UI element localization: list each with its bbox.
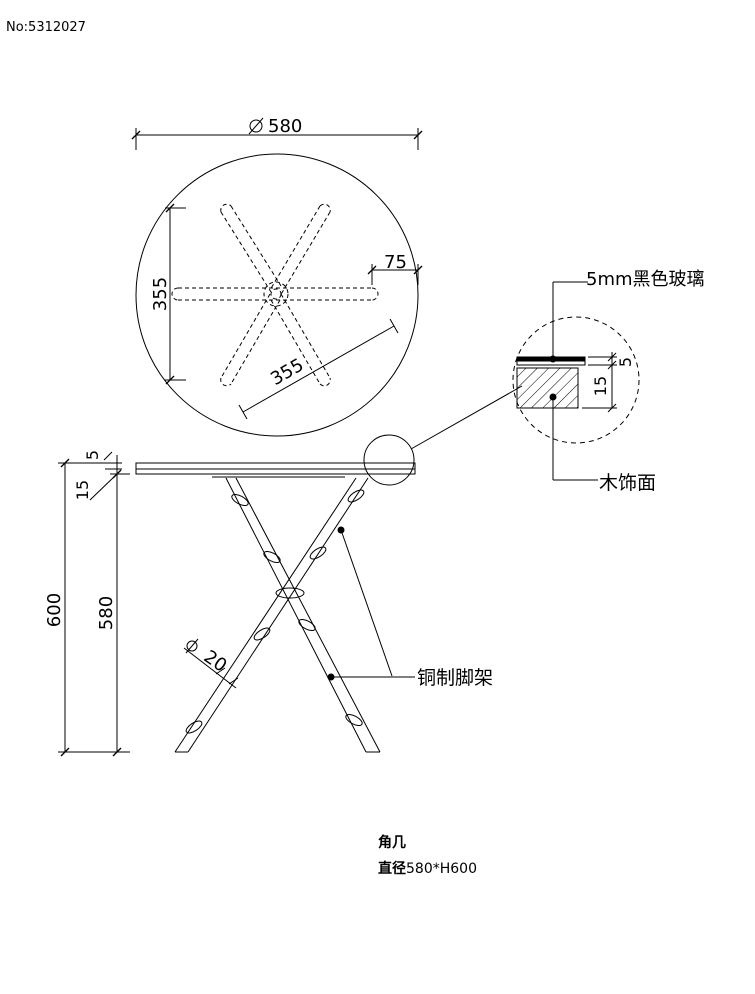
leg-right-to-left xyxy=(174,477,369,753)
detail-callout xyxy=(363,281,640,486)
dim-offset: 75 xyxy=(384,252,407,273)
dim-leg-vertical: 355 xyxy=(150,277,171,311)
caption-spec-prefix: 直径 xyxy=(378,861,406,877)
legs-hidden xyxy=(171,203,379,387)
tube-dimension xyxy=(183,638,239,689)
drawing-id: No:5312027 xyxy=(6,20,86,35)
wood-section xyxy=(516,367,579,409)
dim-leg-diagonal: 355 xyxy=(267,355,307,390)
dim-glass-thickness: 5 xyxy=(616,357,635,367)
caption-title: 角几 xyxy=(378,835,406,851)
dim-total-height: 600 xyxy=(44,593,65,627)
label-wood: 木饰面 xyxy=(599,472,656,494)
dim-top-15: 15 xyxy=(73,480,92,500)
dim-leg-height: 580 xyxy=(96,596,117,630)
dim-top-5: 5 xyxy=(83,450,102,460)
detail-circle xyxy=(512,316,640,444)
detail-marker xyxy=(363,434,415,486)
tabletop-outline xyxy=(135,153,419,437)
label-frame: 铜制脚架 xyxy=(417,667,493,689)
caption-spec-value: 580*H600 xyxy=(406,861,477,877)
dim-diameter: 580 xyxy=(268,116,302,137)
glass-top xyxy=(135,462,416,470)
dim-wood-thickness: 15 xyxy=(591,376,610,396)
side-view xyxy=(58,451,416,757)
frame-leader xyxy=(327,526,415,681)
top-view xyxy=(131,117,423,437)
dim-tube: 20 xyxy=(200,646,231,676)
caption-spec: 直径580*H600 xyxy=(378,858,477,878)
leg-left-to-right xyxy=(225,477,381,753)
label-glass: 5mm黑色玻璃 xyxy=(586,269,705,290)
